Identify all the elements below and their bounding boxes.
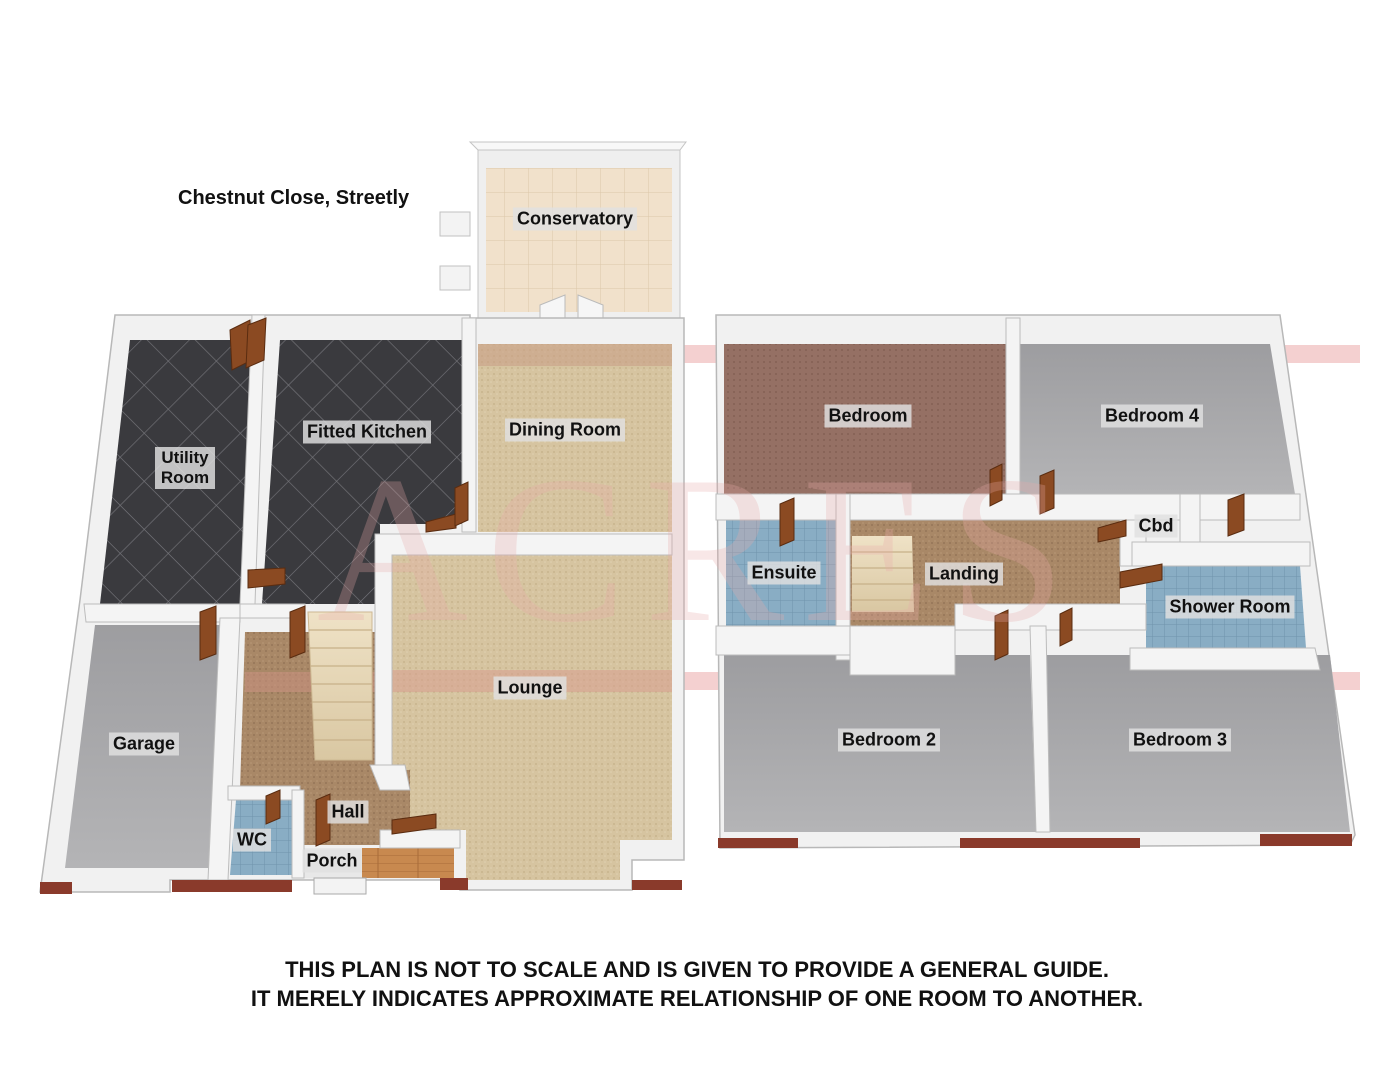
label-ensuite: Ensuite — [747, 561, 821, 585]
label-utility-room: Utility Room — [155, 447, 215, 489]
label-landing: Landing — [925, 562, 1003, 586]
first-doors — [779, 463, 1245, 661]
lounge-floor — [380, 555, 672, 880]
conservatory-area — [439, 141, 687, 331]
label-wc: WC — [233, 828, 271, 852]
front-door — [313, 877, 367, 895]
disclaimer-line-1: THIS PLAN IS NOT TO SCALE AND IS GIVEN T… — [285, 957, 1109, 982]
first-brick — [718, 834, 1352, 848]
label-utility-line2: Room — [160, 468, 210, 487]
porch-floor — [362, 848, 454, 878]
disclaimer-line-2: IT MERELY INDICATES APPROXIMATE RELATION… — [250, 986, 1144, 1011]
label-dining-room: Dining Room — [505, 418, 625, 442]
label-lounge: Lounge — [493, 676, 567, 700]
label-bedroom: Bedroom — [824, 404, 912, 428]
label-bedroom-3: Bedroom 3 — [1128, 728, 1232, 752]
disclaimer: THIS PLAN IS NOT TO SCALE AND IS GIVEN T… — [0, 955, 1394, 1013]
label-bedroom-2: Bedroom 2 — [837, 728, 941, 752]
label-bedroom-4: Bedroom 4 — [1100, 404, 1204, 428]
first-floor — [715, 314, 1356, 849]
label-fitted-kitchen: Fitted Kitchen — [303, 420, 431, 444]
label-utility-line1: Utility — [161, 448, 209, 467]
first-internal-walls — [715, 317, 1321, 833]
label-cbd: Cbd — [1134, 514, 1178, 538]
label-hall: Hall — [327, 800, 369, 824]
ground-doors — [199, 317, 469, 847]
stairs-ground — [307, 611, 373, 761]
watermark-text: ACRES — [317, 434, 1084, 666]
label-garage: Garage — [108, 732, 180, 756]
ground-brick — [40, 878, 682, 894]
label-porch: Porch — [302, 849, 362, 873]
label-shower-room: Shower Room — [1165, 595, 1295, 619]
plan-title: Chestnut Close, Streetly — [178, 187, 410, 209]
kitchen-floor — [262, 340, 462, 604]
label-conservatory: Conservatory — [512, 207, 638, 231]
